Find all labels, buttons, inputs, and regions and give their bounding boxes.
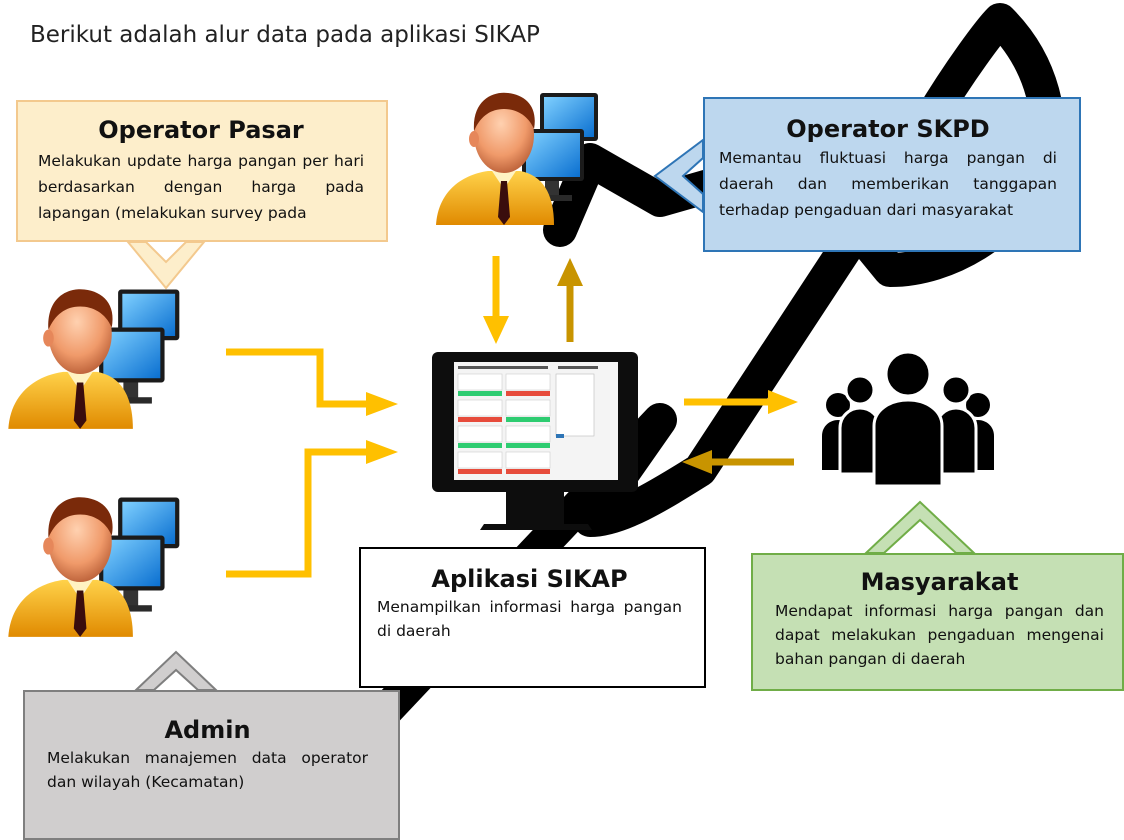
operator-skpd-title: Operator SKPD [786,115,990,143]
user-computer-icon [8,289,180,429]
aplikasi-sikap-description: Menampilkan informasi harga pangan di da… [377,598,682,640]
diagram-title: Berikut adalah alur data pada aplikasi S… [30,22,540,48]
operator-skpd-box: Operator SKPD Memantau fluktuasi harga p… [703,97,1081,252]
people-group-icon [822,350,994,488]
admin-box: Admin Melakukan manajemen data operator … [23,690,400,840]
operator-pasar-description: Melakukan update harga pangan per hari b… [38,152,364,222]
operator-pasar-box: Operator Pasar Melakukan update harga pa… [16,100,388,242]
chevron-up-icon [863,500,977,554]
operator-skpd-description: Memantau fluktuasi harga pangan di daera… [719,149,1057,219]
aplikasi-sikap-box: Aplikasi SIKAP Menampilkan informasi har… [359,547,706,688]
masyarakat-box: Masyarakat Mendapat informasi harga pang… [751,553,1124,691]
admin-title: Admin [164,716,251,744]
arrow-pasar-to-app [226,348,370,408]
operator-pasar-title: Operator Pasar [98,116,304,144]
chevron-down-icon [125,241,207,290]
monitor-icon [432,352,638,530]
masyarakat-title: Masyarakat [860,568,1019,596]
user-computer-icon [8,497,180,637]
chevron-up-icon [133,650,219,691]
masyarakat-description: Mendapat informasi harga pangan dan dapa… [775,602,1104,668]
admin-description: Melakukan manajemen data operator dan wi… [47,749,368,791]
aplikasi-sikap-title: Aplikasi SIKAP [431,565,628,593]
arrow-admin-to-app [226,448,370,578]
arrows [226,256,798,578]
